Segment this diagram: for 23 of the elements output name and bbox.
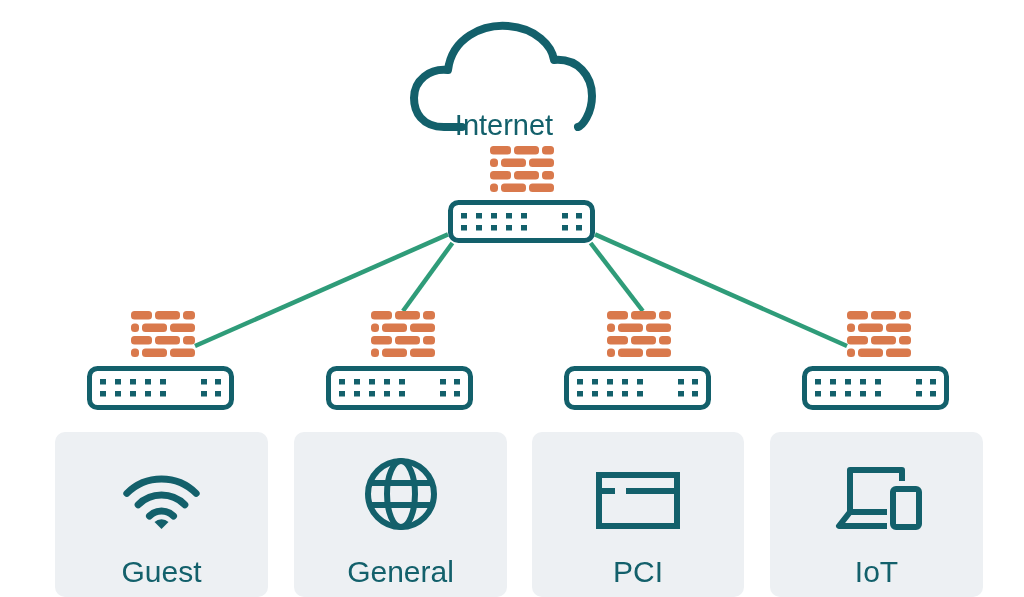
network-switch — [564, 366, 711, 410]
brick-wall-icon — [371, 311, 435, 357]
network-switch — [448, 200, 595, 243]
connection-line — [401, 241, 455, 313]
connection-line — [594, 232, 848, 349]
network-switch — [87, 366, 234, 410]
network-segment-card — [55, 432, 268, 597]
brick-wall-icon — [131, 311, 195, 357]
network-segment-card — [532, 432, 744, 597]
segment-label: PCI — [613, 555, 663, 590]
network-segment-card — [770, 432, 983, 597]
segment-label: General — [347, 555, 454, 590]
connection-line — [194, 232, 449, 349]
brick-wall-icon — [607, 311, 671, 357]
brick-wall-icon — [490, 146, 554, 192]
network-switch — [802, 366, 949, 410]
cloud-label: Internet — [454, 109, 554, 143]
network-switch — [326, 366, 473, 410]
segment-label: Guest — [121, 555, 202, 590]
brick-wall-icon — [847, 311, 911, 357]
network-segment-card — [294, 432, 507, 597]
segment-label: IoT — [854, 555, 899, 590]
connection-line — [588, 241, 645, 313]
